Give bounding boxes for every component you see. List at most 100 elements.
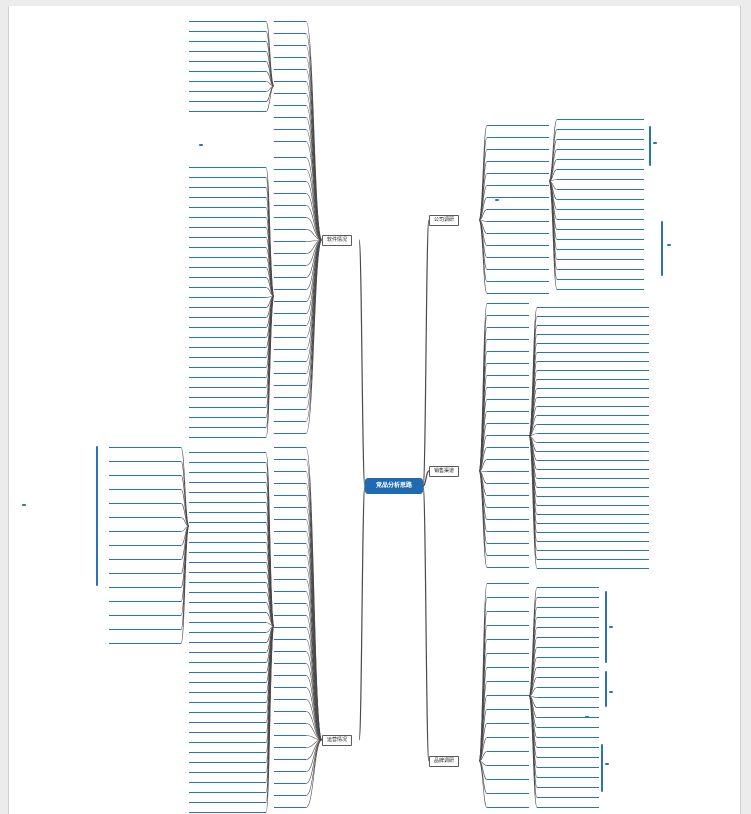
leaf-topic[interactable] xyxy=(487,265,549,270)
leaf-topic[interactable] xyxy=(274,77,306,82)
leaf-topic[interactable] xyxy=(274,285,306,290)
branch-sales-channels[interactable]: 销售渠道 xyxy=(429,466,460,477)
leaf-topic[interactable] xyxy=(189,458,266,463)
leaf-topic[interactable] xyxy=(274,503,306,508)
leaf-topic[interactable] xyxy=(189,47,266,52)
leaf-topic[interactable] xyxy=(189,313,266,318)
leaf-topic[interactable] xyxy=(537,583,599,588)
leaf-topic[interactable] xyxy=(537,402,649,407)
leaf-topic[interactable] xyxy=(487,705,529,710)
leaf-topic[interactable] xyxy=(189,718,266,723)
leaf-topic[interactable] xyxy=(189,233,266,238)
leaf-topic[interactable] xyxy=(189,107,266,112)
leaf-topic[interactable] xyxy=(189,423,266,428)
leaf-topic[interactable] xyxy=(189,738,266,743)
leaf-topic[interactable] xyxy=(189,163,266,168)
leaf-topic[interactable] xyxy=(189,363,266,368)
leaf-topic[interactable] xyxy=(189,57,266,62)
leaf-topic[interactable] xyxy=(537,603,599,608)
leaf-topic[interactable] xyxy=(109,513,181,518)
leaf-topic[interactable] xyxy=(487,323,529,328)
leaf-topic[interactable] xyxy=(109,555,181,560)
leaf-topic[interactable] xyxy=(274,213,306,218)
central-topic[interactable]: 竞品分析思路 xyxy=(365,478,423,494)
leaf-topic[interactable] xyxy=(189,77,266,82)
leaf-topic[interactable] xyxy=(487,677,529,682)
leaf-topic[interactable] xyxy=(537,393,649,398)
leaf-topic[interactable] xyxy=(189,353,266,358)
leaf-topic[interactable] xyxy=(189,448,266,453)
leaf-topic[interactable] xyxy=(189,87,266,92)
leaf-topic[interactable] xyxy=(189,373,266,378)
leaf-topic[interactable] xyxy=(274,539,306,544)
leaf-topic[interactable] xyxy=(189,548,266,553)
leaf-topic[interactable] xyxy=(109,569,181,574)
leaf-topic[interactable] xyxy=(557,265,644,270)
leaf-topic[interactable] xyxy=(487,229,549,234)
leaf-topic[interactable] xyxy=(109,443,181,448)
leaf-topic[interactable] xyxy=(487,551,529,556)
leaf-topic[interactable] xyxy=(189,333,266,338)
leaf-topic[interactable] xyxy=(537,555,649,560)
leaf-topic[interactable] xyxy=(537,673,599,678)
leaf-topic[interactable] xyxy=(109,625,181,630)
leaf-topic[interactable] xyxy=(189,478,266,483)
leaf-topic[interactable] xyxy=(274,125,306,130)
leaf-topic[interactable] xyxy=(274,333,306,338)
leaf-topic[interactable] xyxy=(274,467,306,472)
leaf-topic[interactable] xyxy=(487,253,549,258)
leaf-topic[interactable] xyxy=(487,347,529,352)
leaf-topic[interactable] xyxy=(537,763,599,768)
leaf-topic[interactable] xyxy=(189,243,266,248)
leaf-topic[interactable] xyxy=(537,411,649,416)
leaf-topic[interactable] xyxy=(537,564,649,569)
leaf-topic[interactable] xyxy=(109,471,181,476)
leaf-topic[interactable] xyxy=(487,467,529,472)
leaf-topic[interactable] xyxy=(189,768,266,773)
leaf-topic[interactable] xyxy=(274,321,306,326)
leaf-topic[interactable] xyxy=(557,275,644,280)
leaf-topic[interactable] xyxy=(557,235,644,240)
leaf-topic[interactable] xyxy=(537,733,599,738)
leaf-topic[interactable] xyxy=(274,455,306,460)
leaf-topic[interactable] xyxy=(274,803,306,808)
leaf-topic[interactable] xyxy=(537,348,649,353)
leaf-topic[interactable] xyxy=(487,733,529,738)
leaf-topic[interactable] xyxy=(487,419,529,424)
leaf-topic[interactable] xyxy=(537,303,649,308)
leaf-topic[interactable] xyxy=(487,621,529,626)
leaf-topic[interactable] xyxy=(557,185,644,190)
leaf-topic[interactable] xyxy=(537,683,599,688)
leaf-topic[interactable] xyxy=(537,429,649,434)
leaf-topic[interactable] xyxy=(189,778,266,783)
leaf-topic[interactable] xyxy=(274,41,306,46)
leaf-topic[interactable] xyxy=(274,53,306,58)
leaf-topic[interactable] xyxy=(487,181,549,186)
leaf-topic[interactable] xyxy=(109,527,181,532)
mindmap-canvas[interactable]: 竞品分析思路 公司调研 销售渠道 品牌调研 软件情况 运营情况 xyxy=(8,6,741,814)
leaf-topic[interactable] xyxy=(557,145,644,150)
leaf-topic[interactable] xyxy=(274,551,306,556)
leaf-topic[interactable] xyxy=(189,203,266,208)
leaf-topic[interactable] xyxy=(487,719,529,724)
leaf-topic[interactable] xyxy=(109,583,181,588)
leaf-topic[interactable] xyxy=(537,510,649,515)
leaf-topic[interactable] xyxy=(189,758,266,763)
leaf-topic[interactable] xyxy=(537,447,649,452)
leaf-topic[interactable] xyxy=(189,678,266,683)
leaf-topic[interactable] xyxy=(189,498,266,503)
leaf-topic[interactable] xyxy=(189,193,266,198)
leaf-topic[interactable] xyxy=(537,803,599,808)
leaf-topic[interactable] xyxy=(487,157,549,162)
leaf-topic[interactable] xyxy=(189,798,266,803)
leaf-topic[interactable] xyxy=(537,703,599,708)
leaf-topic[interactable] xyxy=(487,277,549,282)
leaf-topic[interactable] xyxy=(189,518,266,523)
leaf-topic[interactable] xyxy=(189,468,266,473)
leaf-topic[interactable] xyxy=(537,321,649,326)
leaf-topic[interactable] xyxy=(537,653,599,658)
leaf-topic[interactable] xyxy=(189,343,266,348)
leaf-topic[interactable] xyxy=(487,407,529,412)
leaf-topic[interactable] xyxy=(557,205,644,210)
leaf-topic[interactable] xyxy=(189,648,266,653)
